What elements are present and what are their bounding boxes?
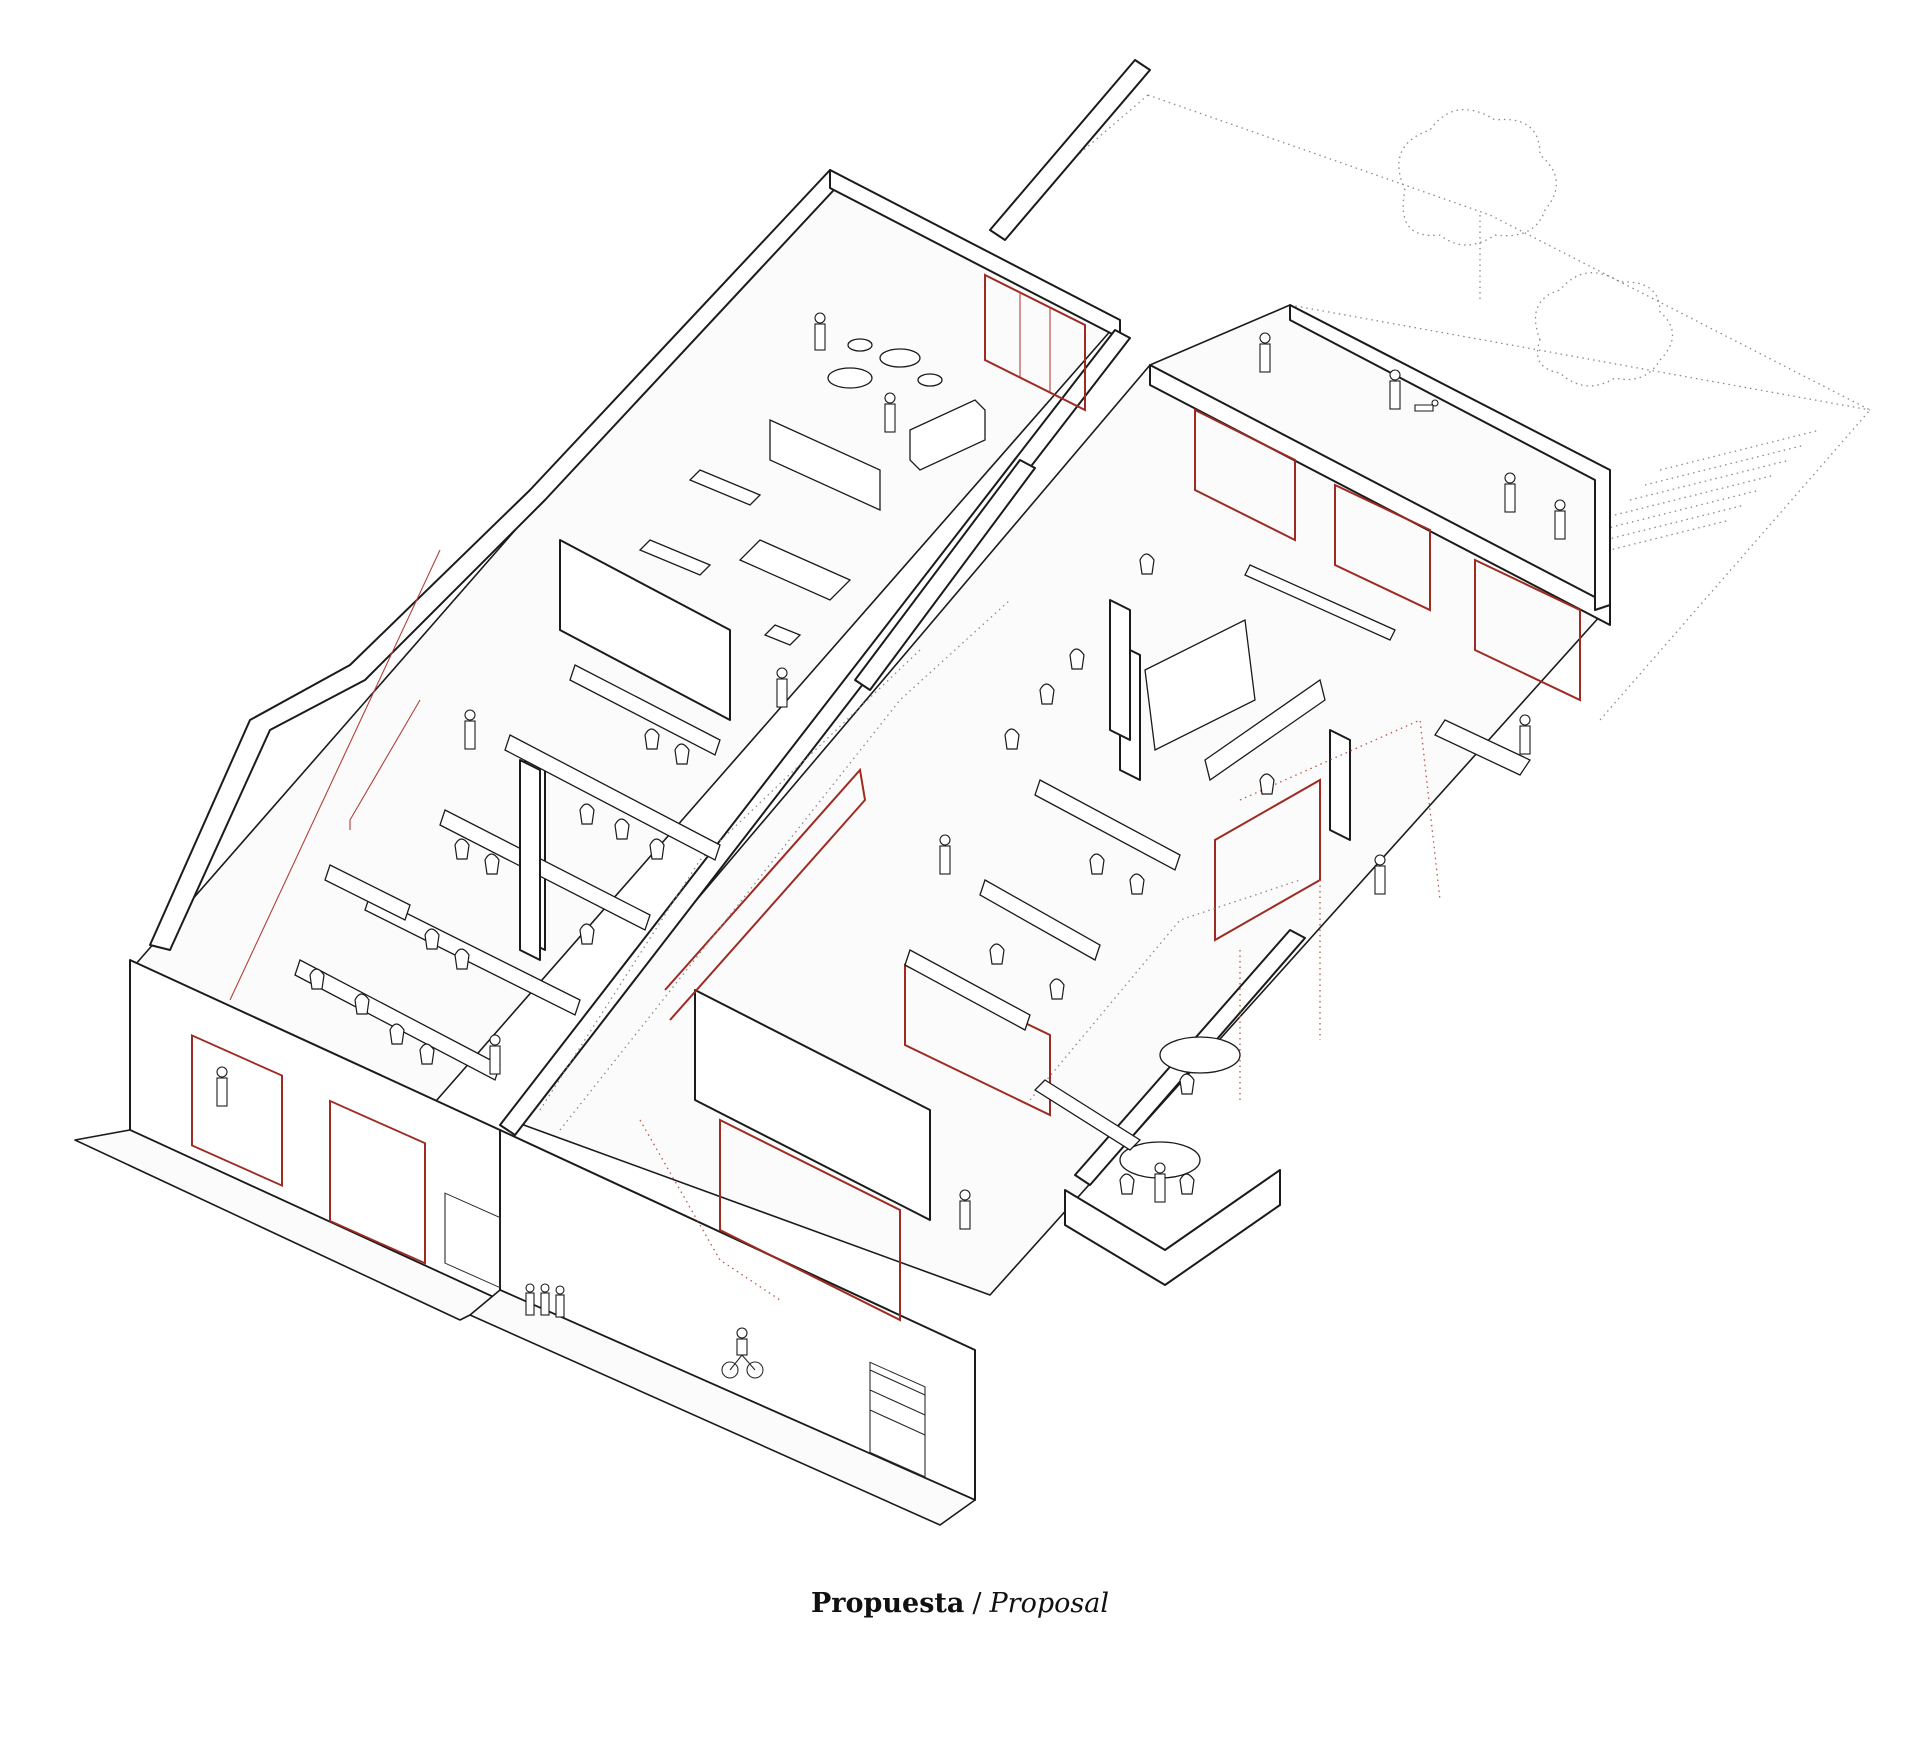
lounge-furniture	[638, 338, 986, 646]
person-left-wing	[464, 709, 476, 750]
people	[216, 312, 1566, 1318]
street-sidewalk-right	[469, 1289, 976, 1526]
chairs-left-wing	[309, 728, 690, 1065]
desk-cluster-4	[364, 894, 581, 1016]
outer-walls	[74, 59, 1611, 1526]
caption-separator: /	[972, 1588, 982, 1619]
right-desk-1	[1144, 619, 1256, 751]
right-wing-front-wall	[1064, 1169, 1281, 1286]
person-entry	[1259, 332, 1271, 373]
glass-wall-lower	[719, 1118, 901, 1322]
partition-center	[854, 459, 1036, 691]
facade-window-2	[444, 1192, 501, 1289]
furniture-right-wing	[904, 564, 1531, 1179]
round-table-1	[827, 367, 873, 389]
person-lounge-2	[884, 392, 896, 433]
person-gesture	[1374, 854, 1386, 895]
partition-meeting	[694, 989, 931, 1221]
person-meeting	[959, 1189, 971, 1230]
circulation-dotted	[539, 599, 1441, 1301]
dog-icon	[1414, 399, 1439, 412]
caption-english: Proposal	[989, 1588, 1109, 1619]
figure-caption: Propuesta/Proposal	[0, 1588, 1920, 1619]
right-desk-4	[979, 879, 1101, 961]
person-garden	[1504, 472, 1516, 513]
garden-area	[989, 94, 1872, 721]
right-desk-3	[1034, 779, 1181, 871]
bench-window	[1244, 564, 1396, 641]
tree-top	[1398, 108, 1558, 300]
ottoman-1	[847, 338, 873, 352]
person-garden-2	[1554, 499, 1566, 540]
glass-wall-right-2	[1334, 483, 1431, 612]
facade-openings	[191, 1034, 926, 1478]
round-meeting-table-1	[1159, 1036, 1241, 1074]
person-facade	[216, 1066, 228, 1107]
person-workshop	[1519, 714, 1531, 755]
desks-left-wing	[294, 664, 721, 1081]
desk-cluster-6	[324, 864, 411, 921]
column-right-wing	[1109, 599, 1131, 741]
round-table-2	[879, 348, 921, 368]
small-table	[763, 624, 802, 646]
partition-lounge	[559, 539, 731, 721]
right-desk-5	[904, 949, 1031, 1031]
person-corridor-1	[776, 667, 788, 708]
column-left-wing	[519, 759, 541, 961]
person-round-table	[1154, 1162, 1166, 1203]
dining-table-2	[638, 539, 712, 576]
person-courtyard	[1389, 369, 1401, 410]
right-desk-2	[1204, 678, 1326, 782]
glass-wall-right-1	[1194, 408, 1296, 542]
partition-column-3	[1329, 729, 1351, 841]
caption-spanish: Propuesta	[811, 1588, 965, 1619]
glass-wall-lounge	[984, 273, 1086, 412]
glass-wall-right-3	[1474, 558, 1581, 702]
tree-bottom	[1534, 272, 1674, 387]
bicycle-icon	[721, 1327, 764, 1379]
right-wing-back-wall	[1149, 364, 1611, 626]
person-desk	[489, 1034, 501, 1075]
person-street-group	[525, 1283, 565, 1318]
chairs-right-wing	[989, 553, 1275, 1195]
dining-table-3	[738, 539, 852, 601]
facade-door-1	[329, 1099, 426, 1265]
facade-door-garage	[869, 1361, 926, 1478]
facade-window-1	[191, 1034, 283, 1187]
person-center	[939, 834, 951, 875]
glass-corridor	[664, 767, 867, 1021]
right-side-wall	[1289, 304, 1611, 611]
desk-cluster-2	[504, 734, 721, 861]
right-back-wall	[989, 59, 1151, 241]
desk-cluster-5	[294, 959, 501, 1081]
meeting-table	[1033, 1079, 1142, 1151]
desk-cluster-3	[439, 809, 651, 931]
person-lounge-1	[814, 312, 826, 351]
desk-cluster-1	[569, 664, 721, 756]
ottoman-2	[917, 373, 943, 387]
bar-counter	[769, 418, 881, 512]
workshop-table	[1434, 719, 1531, 776]
sofa	[909, 399, 986, 471]
dining-table-1	[688, 469, 762, 506]
